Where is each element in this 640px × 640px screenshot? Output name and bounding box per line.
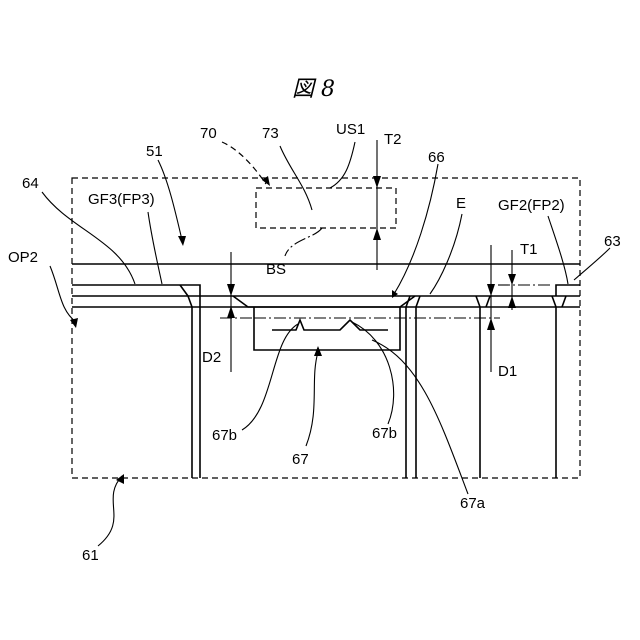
label-67b-left: 67b xyxy=(212,427,237,444)
label-gf3: GF3(FP3) xyxy=(88,191,155,208)
layer-63-top xyxy=(556,285,580,296)
label-us1: US1 xyxy=(336,121,365,138)
label-op2: OP2 xyxy=(8,249,38,266)
label-t1: T1 xyxy=(520,241,538,258)
label-64: 64 xyxy=(22,175,39,192)
label-51: 51 xyxy=(146,143,163,160)
pillars xyxy=(188,296,566,478)
label-d2: D2 xyxy=(202,349,221,366)
figure-title: 図 8 xyxy=(292,77,335,102)
d1-arrow-bottom xyxy=(487,318,495,330)
label-73: 73 xyxy=(262,125,279,142)
label-e: E xyxy=(456,195,466,212)
label-63: 63 xyxy=(604,233,621,250)
label-67a: 67a xyxy=(460,495,486,512)
recess-66 xyxy=(233,296,415,307)
t2-arrow-top xyxy=(373,176,381,188)
label-t2: T2 xyxy=(384,131,402,148)
label-61: 61 xyxy=(82,547,99,564)
label-66: 66 xyxy=(428,149,445,166)
d1-arrow-top xyxy=(487,284,495,296)
t1-arrow-bottom xyxy=(508,296,516,308)
label-70: 70 xyxy=(200,125,217,142)
layer-64-bevel xyxy=(180,285,188,296)
label-gf2: GF2(FP2) xyxy=(498,197,565,214)
label-67: 67 xyxy=(292,451,309,468)
label-d1: D1 xyxy=(498,363,517,380)
bumps-67b xyxy=(272,320,388,330)
outer-dashed-region xyxy=(72,178,580,478)
d2-arrow-top xyxy=(227,284,235,296)
t2-arrow-bottom xyxy=(373,228,381,240)
label-bs: BS xyxy=(266,261,286,278)
t1-arrow-top xyxy=(508,274,516,285)
label-67b-right: 67b xyxy=(372,425,397,442)
component-73-box xyxy=(256,188,396,228)
